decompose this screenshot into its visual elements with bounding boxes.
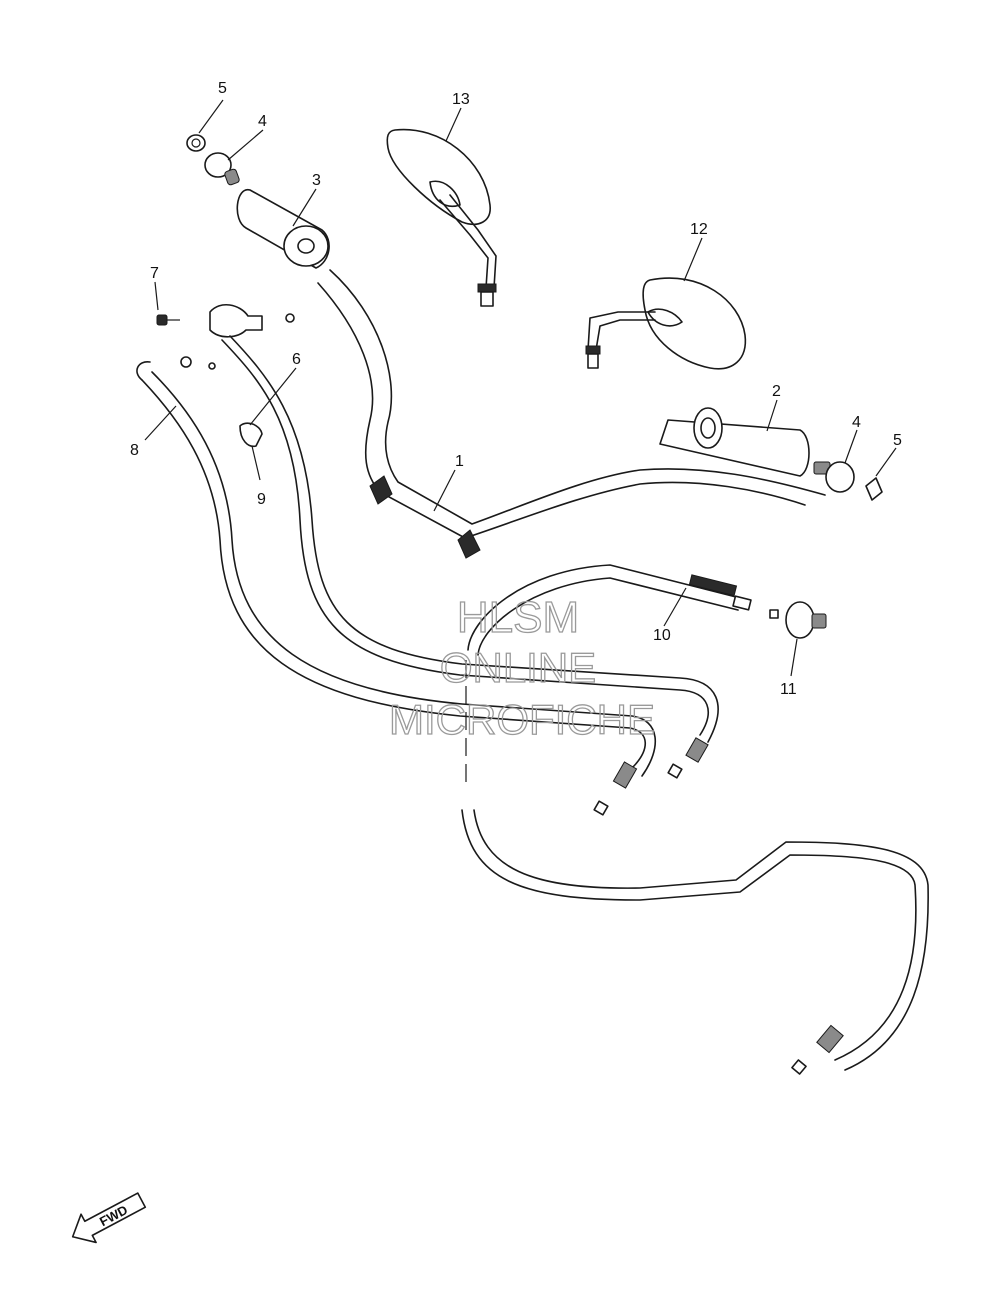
throttle-cable-2[interactable]	[136, 356, 656, 816]
callout-5-right: 5	[893, 432, 902, 449]
callout-4-left: 4	[258, 113, 267, 130]
grip-left[interactable]	[236, 189, 330, 269]
mirror-left[interactable]	[386, 128, 497, 307]
cable-adjuster[interactable]	[769, 601, 827, 639]
callout-2: 2	[772, 383, 781, 400]
leader-lines	[144, 99, 897, 677]
callout-10: 10	[653, 627, 671, 644]
throttle-cable-1[interactable]	[221, 335, 719, 779]
callout-12: 12	[690, 221, 708, 238]
watermark-line-1: HLSM	[457, 593, 579, 642]
watermark-line-2: ONLINE	[440, 644, 596, 691]
callout-4-right: 4	[852, 414, 861, 431]
callout-8: 8	[130, 442, 139, 459]
mirror-right[interactable]	[585, 277, 747, 370]
fwd-label: FWD	[97, 1202, 130, 1229]
bar-end-left[interactable]	[204, 152, 240, 186]
clutch-cable[interactable]	[461, 564, 929, 1075]
bar-end-cap-left[interactable]	[186, 134, 206, 152]
callout-6: 6	[292, 351, 301, 368]
cable-holder[interactable]	[209, 304, 295, 338]
knurl-band-left	[369, 475, 393, 505]
cable-clamp[interactable]	[239, 422, 263, 448]
callout-7: 7	[150, 265, 159, 282]
callout-1: 1	[455, 453, 464, 470]
grip-right[interactable]	[659, 407, 810, 477]
knurl-band-right	[457, 529, 481, 559]
bar-end-cap-right[interactable]	[865, 477, 883, 501]
callout-9: 9	[257, 491, 266, 508]
handlebar[interactable]	[317, 269, 826, 559]
callout-11: 11	[780, 681, 797, 698]
callout-5-left: 5	[218, 80, 227, 97]
callout-13: 13	[452, 91, 470, 108]
bar-end-right[interactable]	[813, 461, 855, 493]
callout-labels: 1 2 3 4 4 5 5 6 7 8 9 10 11 12 13	[130, 80, 902, 698]
screw[interactable]	[156, 314, 180, 326]
forward-direction-arrow: FWD	[71, 1192, 147, 1244]
watermark: HLSM ONLINE MICROFICHE	[388, 592, 655, 743]
callout-3: 3	[312, 172, 321, 189]
watermark-line-3: MICROFICHE	[389, 696, 655, 743]
